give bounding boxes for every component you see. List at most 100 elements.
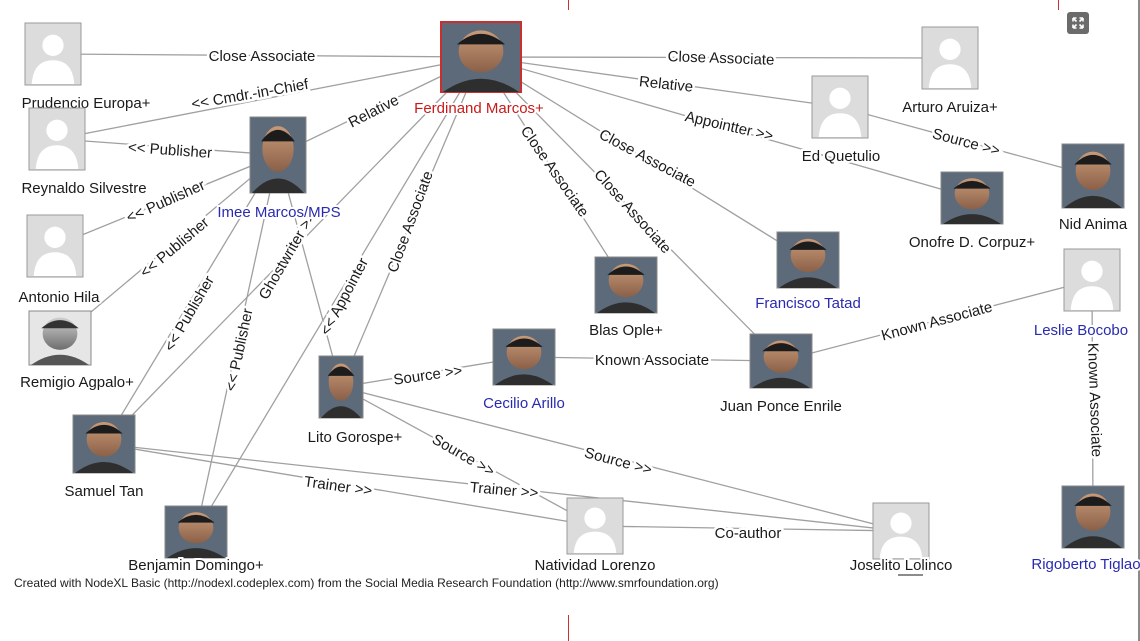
edge-ferdinand-reynaldo [56, 56, 482, 140]
edge-ferdinand-francisco [480, 56, 809, 261]
edge-lito-joselito [340, 386, 902, 532]
expand-button[interactable] [1067, 12, 1089, 34]
node-label-halo: Remigio Agpalo+ [20, 374, 134, 391]
node-label-halo: Joselito Lolinco [850, 557, 953, 574]
node-label-halo: Lito Gorospe+ [308, 429, 403, 446]
silhouette-head [1081, 260, 1103, 282]
edge-ferdinand-benjamin [195, 56, 482, 533]
node-prudencio[interactable]: Prudencio Europa+Prudencio Europa+ [20, 22, 153, 114]
node-label: Francisco Tatad [755, 295, 861, 312]
node-label: Juan Ponce Enrile [720, 398, 842, 415]
node-label: Lito Gorospe+ [308, 429, 403, 446]
edge-label: Close Associate [384, 169, 436, 275]
edge-label: << Publisher [127, 139, 212, 162]
node-onofre[interactable]: Onofre D. Corpuz+Onofre D. Corpuz+ [907, 171, 1037, 253]
silhouette-body [31, 60, 75, 84]
node-label: Arturo Aruiza+ [902, 99, 998, 116]
portrait-hair [457, 33, 505, 45]
node-label-halo: Reynaldo Silvestre [21, 180, 146, 197]
edge-label: Appointter >> [683, 108, 775, 145]
edge-marker-top-left [568, 0, 569, 10]
node-label-halo: Ed Quetulio [802, 148, 880, 165]
edge-label: Source >> [429, 431, 498, 480]
edge-imee-reynaldo [56, 138, 279, 156]
portrait-body [1064, 536, 1122, 548]
edge-ferdinand-prudencio [52, 53, 482, 58]
portrait-hair [177, 514, 215, 523]
silhouette-body [1070, 286, 1114, 310]
node-label: Natividad Lorenzo [535, 557, 656, 574]
silhouette-head [42, 34, 64, 56]
node-label-halo: Ferdinand Marcos+ [414, 100, 544, 117]
node-ferdinand[interactable]: Ferdinand Marcos+Ferdinand Marcos+ [412, 21, 546, 119]
edge-label: Known Associate [595, 352, 709, 369]
expand-icon [1072, 17, 1084, 29]
edge-label: << Publisher [161, 273, 218, 354]
portrait-body [779, 277, 837, 288]
node-arturo[interactable]: Arturo Aruiza+Arturo Aruiza+ [900, 26, 1000, 118]
silhouette-head [584, 507, 606, 529]
node-label: Imee Marcos/MPS [217, 204, 340, 221]
node-label: Nid Anima [1059, 216, 1128, 233]
portrait-hair [607, 266, 645, 275]
node-label: Antonio Hila [19, 289, 101, 306]
node-label-halo: Francisco Tatad [755, 295, 861, 312]
edge-ed-nid [839, 106, 1094, 177]
node-label: Leslie Bocobo [1034, 322, 1128, 339]
node-label: Ferdinand Marcos+ [414, 100, 544, 117]
edge-label: Known Associate [879, 298, 994, 344]
edge-label: Source >> [392, 362, 463, 389]
edge-label: Trainer >> [303, 473, 374, 499]
edge-imee-lito [277, 154, 342, 388]
edge-cecilio-juan [523, 356, 782, 362]
node-remigio[interactable]: Remigio Agpalo+Remigio Agpalo+ [18, 310, 136, 393]
node-lito[interactable]: Lito Gorospe+Lito Gorospe+ [306, 355, 405, 448]
portrait-body [597, 302, 655, 313]
portrait-hair [261, 129, 295, 142]
node-label: Reynaldo Silvestre [21, 180, 146, 197]
edge-label: Known Associate [1084, 343, 1105, 458]
portrait-hair [505, 338, 543, 347]
edge-label: << Publisher [137, 214, 212, 281]
node-label: Rigoberto Tiglao [1031, 556, 1140, 573]
edge-ferdinand-juan [480, 56, 782, 362]
edge-ferdinand-blas [480, 56, 627, 286]
node-blas[interactable]: Blas Ople+Blas Ople+ [587, 256, 665, 341]
edge-label: << Appointer [317, 255, 372, 338]
silhouette-body [818, 113, 862, 137]
edge-samuel-natividad [103, 443, 596, 527]
node-label-halo: Onofre D. Corpuz+ [909, 234, 1036, 251]
node-label: Samuel Tan [65, 483, 144, 500]
edge-label-halo: Co-author [715, 525, 782, 542]
edge-imee-benjamin [195, 154, 279, 533]
silhouette-head [44, 226, 66, 248]
edge-ferdinand-arturo [480, 56, 951, 59]
node-label-halo: Rigoberto Tiglao [1031, 556, 1140, 573]
edges-layer [52, 53, 1094, 533]
portrait-body [443, 78, 519, 92]
edge-lito-natividad [340, 386, 596, 527]
edge-label: Source >> [931, 125, 1002, 159]
node-benjamin[interactable]: Benjamin Domingo+Benjamin Domingo+ [126, 505, 266, 576]
node-label-halo: Natividad Lorenzo [535, 557, 656, 574]
node-label: Remigio Agpalo+ [20, 374, 134, 391]
portrait-body [31, 354, 89, 365]
node-label-halo: Samuel Tan [65, 483, 144, 500]
edge-label: Close Associate [517, 123, 592, 220]
edge-imee-samuel [103, 154, 279, 445]
